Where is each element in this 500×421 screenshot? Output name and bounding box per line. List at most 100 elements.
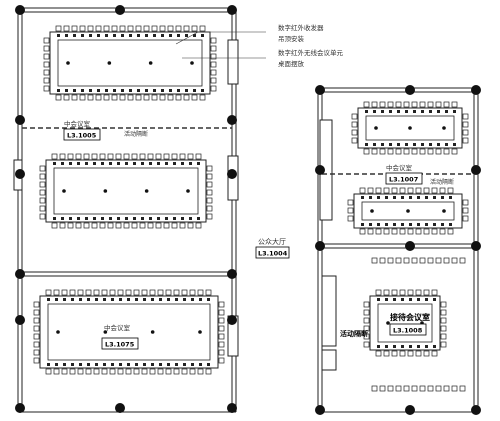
mic-unit bbox=[417, 298, 420, 301]
chair bbox=[419, 148, 426, 155]
chair bbox=[39, 205, 46, 212]
chair bbox=[440, 317, 447, 324]
structural-column bbox=[227, 315, 237, 325]
mic-unit bbox=[413, 110, 416, 113]
mic-unit bbox=[103, 363, 106, 366]
structural-column bbox=[15, 403, 25, 413]
chair bbox=[391, 187, 398, 194]
chair bbox=[403, 148, 410, 155]
chair bbox=[347, 215, 354, 222]
mic-unit bbox=[71, 298, 74, 301]
mic-unit bbox=[385, 196, 388, 199]
chair bbox=[195, 222, 202, 229]
chair bbox=[399, 350, 406, 357]
chair bbox=[91, 222, 98, 229]
mic-unit bbox=[133, 217, 136, 220]
mic-unit bbox=[361, 196, 364, 199]
mic-unit bbox=[425, 298, 428, 301]
chair bbox=[93, 289, 100, 296]
mic-unit bbox=[95, 298, 98, 301]
mic-unit bbox=[117, 162, 120, 165]
table-outline bbox=[39, 295, 219, 369]
chair bbox=[135, 25, 142, 32]
mic-unit bbox=[401, 196, 404, 199]
mic-unit bbox=[79, 363, 82, 366]
chair bbox=[206, 173, 213, 180]
chair bbox=[395, 385, 402, 392]
chair bbox=[415, 289, 422, 296]
mic-unit bbox=[109, 162, 112, 165]
mic-unit bbox=[417, 223, 420, 226]
chair bbox=[123, 153, 130, 160]
chair bbox=[443, 385, 450, 392]
chair bbox=[39, 213, 46, 220]
chair bbox=[427, 101, 434, 108]
mic-unit bbox=[393, 223, 396, 226]
chair bbox=[189, 368, 196, 375]
mic-unit bbox=[377, 223, 380, 226]
mic-unit bbox=[405, 143, 408, 146]
mic-unit bbox=[389, 143, 392, 146]
mic-unit bbox=[153, 89, 156, 92]
mic-unit bbox=[79, 298, 82, 301]
table-right-mid bbox=[347, 187, 469, 235]
room-code-box-bottom-left bbox=[101, 337, 139, 350]
mic-unit bbox=[169, 34, 172, 37]
mic-unit bbox=[101, 162, 104, 165]
mic-unit bbox=[397, 143, 400, 146]
chair bbox=[141, 289, 148, 296]
chair bbox=[440, 301, 447, 308]
chair bbox=[206, 165, 213, 172]
chair bbox=[462, 113, 469, 120]
mic-unit bbox=[181, 217, 184, 220]
chair bbox=[363, 148, 370, 155]
mic-unit bbox=[89, 34, 92, 37]
mic-unit bbox=[137, 34, 140, 37]
mic-unit bbox=[169, 89, 172, 92]
chair bbox=[61, 368, 68, 375]
structural-column bbox=[15, 315, 25, 325]
mic-unit bbox=[449, 196, 452, 199]
chair bbox=[173, 368, 180, 375]
chair bbox=[45, 289, 52, 296]
mic-unit bbox=[369, 196, 372, 199]
mic-unit bbox=[145, 89, 148, 92]
chair bbox=[93, 368, 100, 375]
mic-unit bbox=[409, 196, 412, 199]
mic-unit bbox=[433, 345, 436, 348]
chair bbox=[440, 309, 447, 316]
chair bbox=[181, 289, 188, 296]
chair bbox=[33, 309, 40, 316]
table-bottom-left bbox=[33, 289, 225, 375]
ir-receiver-dot bbox=[144, 189, 149, 193]
chair bbox=[125, 368, 132, 375]
ir-receiver-dot bbox=[103, 189, 108, 193]
chair bbox=[197, 289, 204, 296]
chair bbox=[33, 325, 40, 332]
mic-unit bbox=[157, 217, 160, 220]
mic-unit bbox=[449, 223, 452, 226]
mic-unit bbox=[409, 298, 412, 301]
mic-unit bbox=[149, 162, 152, 165]
mic-unit bbox=[189, 217, 192, 220]
mic-unit bbox=[47, 363, 50, 366]
chair bbox=[179, 222, 186, 229]
mic-unit bbox=[81, 34, 84, 37]
chair bbox=[45, 368, 52, 375]
mic-unit bbox=[365, 110, 368, 113]
mic-unit bbox=[89, 89, 92, 92]
chair bbox=[85, 368, 92, 375]
chair bbox=[115, 153, 122, 160]
chair bbox=[171, 222, 178, 229]
chair bbox=[199, 25, 206, 32]
ir-receiver-dot bbox=[103, 330, 108, 334]
ir-receiver-dot bbox=[107, 61, 112, 65]
chair bbox=[218, 333, 225, 340]
chair bbox=[359, 228, 366, 235]
lobby-code-box bbox=[255, 246, 290, 259]
chair bbox=[95, 25, 102, 32]
chair bbox=[127, 25, 134, 32]
chair bbox=[367, 187, 374, 194]
mic-unit bbox=[93, 162, 96, 165]
